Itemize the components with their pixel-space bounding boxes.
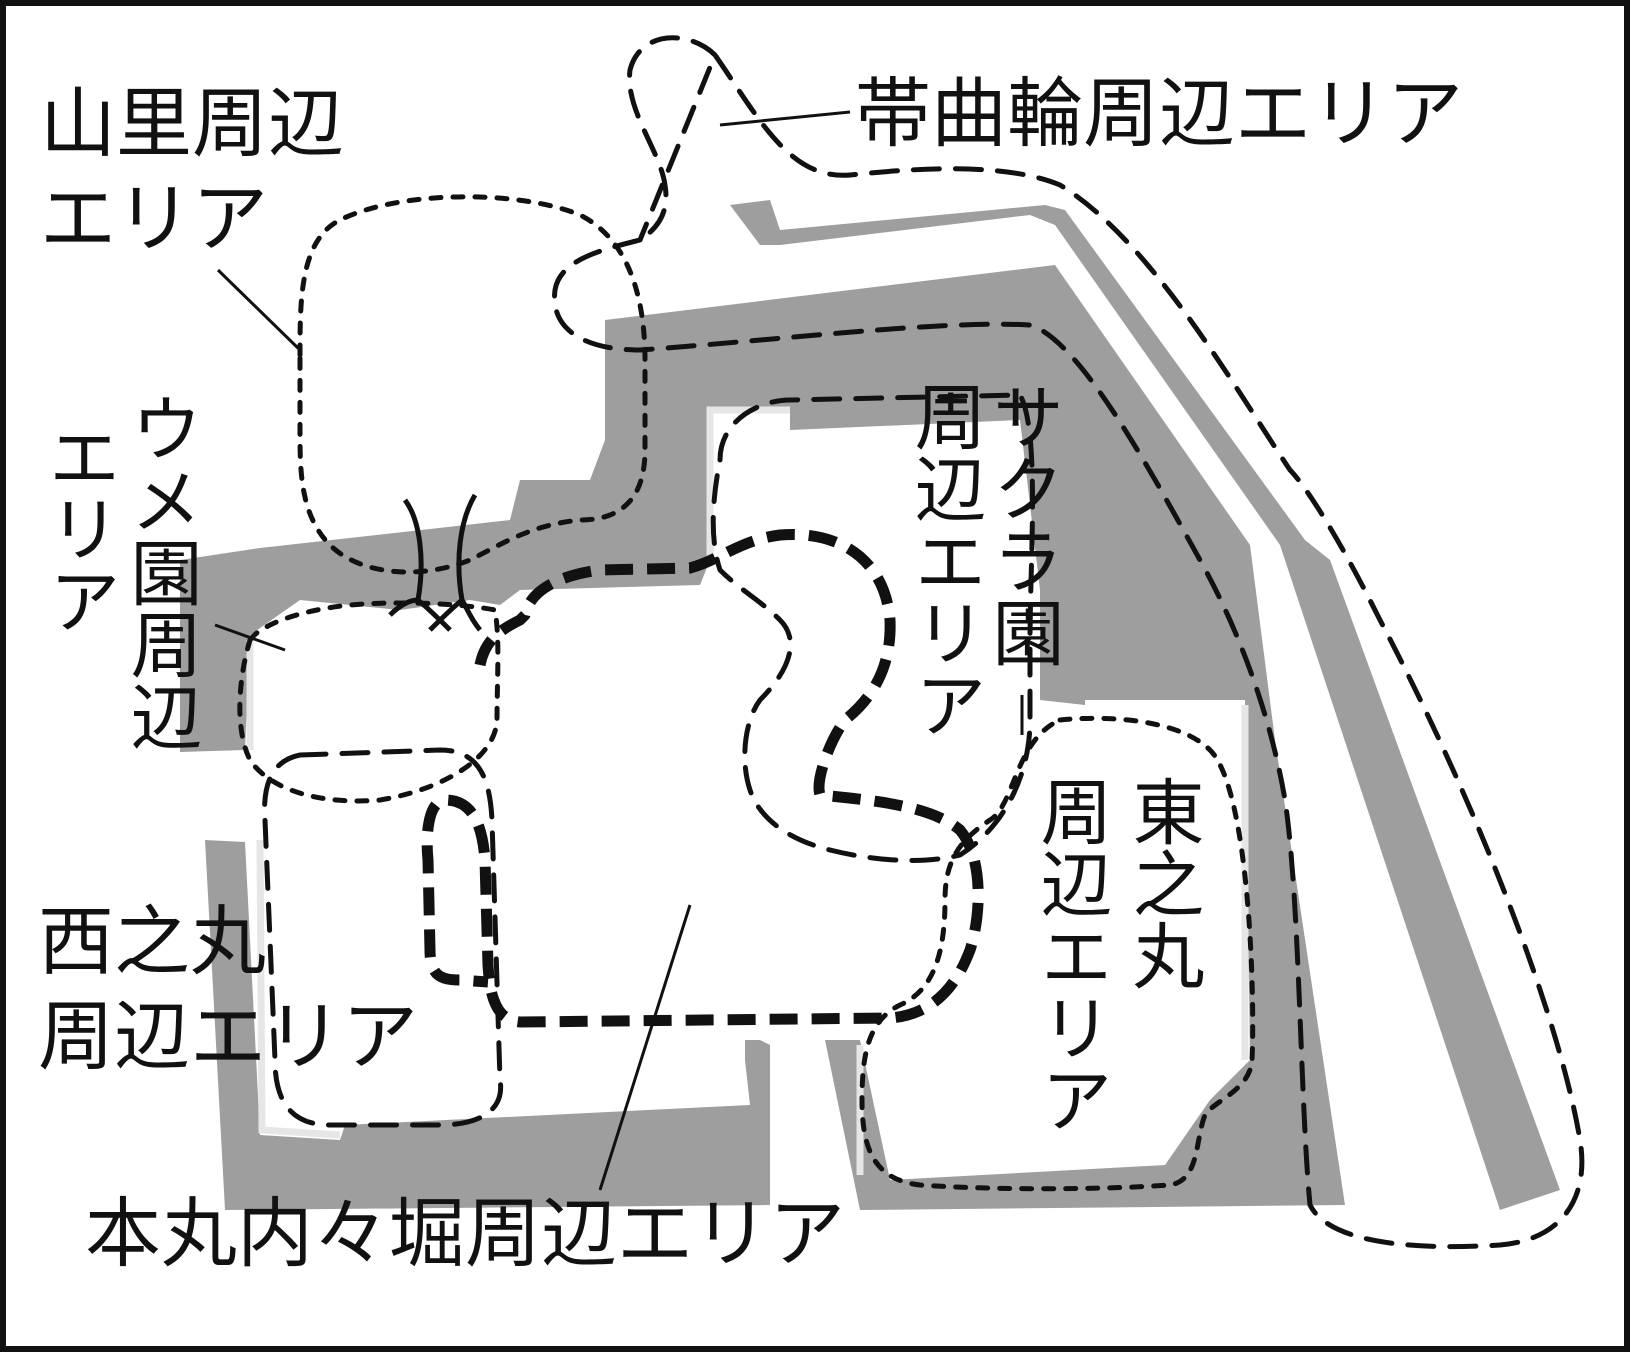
umezono-boundary [237,600,501,804]
label-honmaru: 本丸内々堀周辺エリア [85,1189,845,1278]
west-moat [205,840,770,1210]
obiguruwa-leader [719,110,851,127]
umezono-leader [214,623,286,652]
honmaru-boundary [421,528,984,1028]
bridge-icon [388,493,482,632]
label-yamazato-line1: 山里周辺 [40,79,344,168]
label-nishinomaru-line1: 西之丸 [38,897,266,986]
outer-moat-northeast [730,200,1560,1210]
nishinomaru-boundary [262,747,504,1128]
inner-moat [180,265,1345,1210]
moat-edge-highlight [246,406,1249,1175]
label-yamazato-line2: エリア [40,174,268,263]
label-umezono-col2: エリア [36,420,120,636]
label-sakura-col1: サクラ園 [980,380,1064,668]
label-sakura-col2: 周辺エリア [902,380,986,740]
label-higashinomaru-col2: 周辺エリア [1028,775,1112,1135]
honmaru-leader [598,904,692,1191]
sakura-boundary [710,392,1035,863]
leader-lines [214,110,1024,1191]
area-boundaries [237,35,1585,1250]
label-umezono-col1: ウメ園周辺 [118,392,202,752]
higashinomaru-boundary [859,715,1256,1192]
moat-layer [180,200,1560,1210]
labels: 山里周辺 エリア 帯曲輪周辺エリア ウメ園周辺 エリア サクラ園 周辺エリア 東… [36,69,1463,1278]
label-nishinomaru-line2: 周辺エリア [38,992,418,1081]
label-obiguruwa: 帯曲輪周辺エリア [855,69,1463,158]
label-higashinomaru-col1: 東之丸 [1120,775,1204,991]
obiguruwa-boundary [552,35,1585,1250]
yamazato-leader [216,268,302,352]
